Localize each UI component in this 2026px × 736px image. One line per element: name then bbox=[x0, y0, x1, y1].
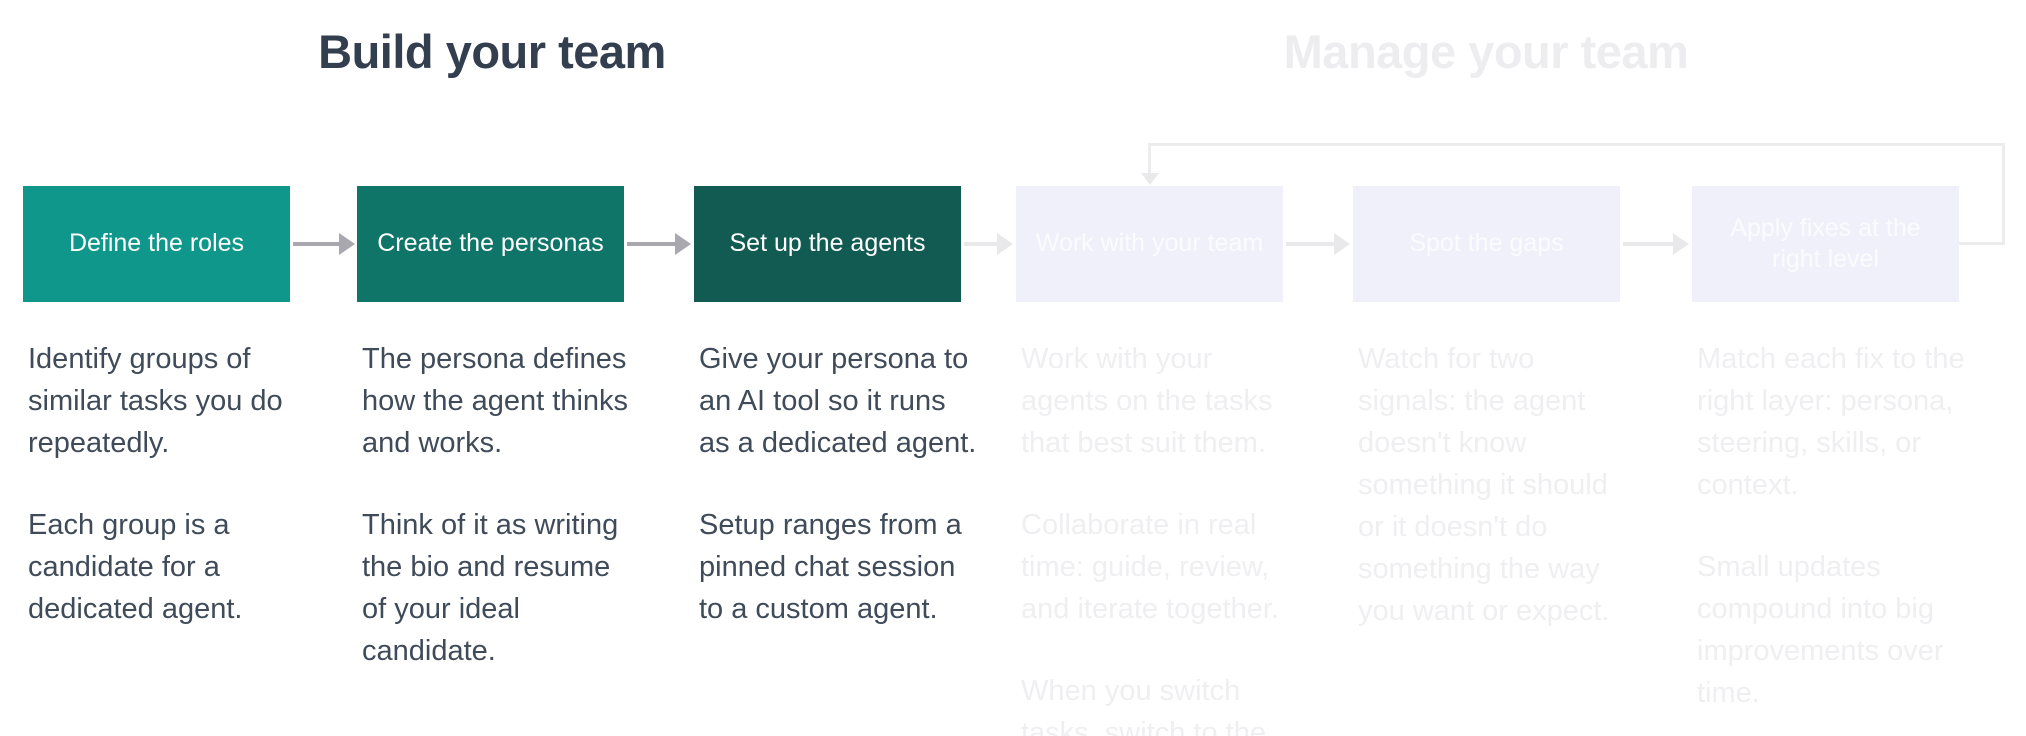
feedback-loop-right-segment bbox=[2002, 143, 2005, 245]
step-description-paragraph: Think of it as writing the bio and resum… bbox=[362, 509, 619, 667]
step-label: Spot the gaps bbox=[1409, 229, 1564, 258]
step-description: Watch for two signals: the agent doesn't… bbox=[1353, 338, 1638, 632]
step-description-paragraph: Match each fix to the right layer: perso… bbox=[1697, 343, 1965, 501]
step-description-paragraph: When you switch tasks, switch to the app… bbox=[1021, 675, 1266, 736]
step-label: Apply fixes at the right level bbox=[1730, 213, 1921, 273]
feedback-loop-arrowhead-icon bbox=[1141, 173, 1159, 185]
step-column-define-the-roles: Define the roles Identify groups of simi… bbox=[23, 186, 290, 670]
feedback-loop-top-segment bbox=[1148, 143, 2005, 146]
flow-arrow-icon bbox=[293, 233, 355, 255]
section-title-manage: Manage your team bbox=[1283, 25, 1689, 78]
flow-arrow-icon bbox=[1623, 233, 1689, 255]
section-title-build: Build your team bbox=[318, 25, 666, 78]
step-column-set-up-the-agents: Set up the agents Give your persona to a… bbox=[694, 186, 976, 670]
step-column-work-with-your-team: Work with your team Work with your agent… bbox=[1016, 186, 1283, 736]
step-column-create-the-personas: Create the personas The persona defines … bbox=[357, 186, 628, 712]
step-description: The persona defines how the agent thinks… bbox=[357, 338, 642, 672]
feedback-loop-down-segment bbox=[1148, 143, 1151, 174]
step-label: Define the roles bbox=[68, 229, 245, 258]
step-description: Give your persona to an AI tool so it ru… bbox=[694, 338, 979, 630]
step-box-work-with-your-team: Work with your team bbox=[1016, 186, 1283, 302]
step-description-paragraph: The persona defines how the agent thinks… bbox=[362, 343, 629, 459]
step-box-create-the-personas: Create the personas bbox=[357, 186, 624, 302]
step-description-paragraph: Work with your agents on the tasks that … bbox=[1021, 343, 1273, 459]
feedback-loop-bottom-segment bbox=[1959, 242, 2005, 245]
step-box-set-up-the-agents: Set up the agents bbox=[694, 186, 961, 302]
step-description-paragraph: Watch for two signals: the agent doesn't… bbox=[1358, 343, 1610, 627]
step-column-apply-fixes: Apply fixes at the right level Match eac… bbox=[1692, 186, 1965, 736]
step-box-define-the-roles: Define the roles bbox=[23, 186, 290, 302]
step-box-spot-the-gaps: Spot the gaps bbox=[1353, 186, 1620, 302]
step-description: Match each fix to the right layer: perso… bbox=[1692, 338, 1977, 714]
step-description-paragraph: Identify groups of similar tasks you do … bbox=[28, 343, 283, 459]
step-description-paragraph: Setup ranges from a pinned chat session … bbox=[699, 509, 962, 625]
step-description-paragraph: Small updates compound into big improvem… bbox=[1697, 551, 1944, 709]
step-label: Create the personas bbox=[377, 229, 604, 258]
flow-arrow-icon bbox=[964, 233, 1013, 255]
step-description: Identify groups of similar tasks you do … bbox=[23, 338, 308, 630]
step-description: Work with your agents on the tasks that … bbox=[1016, 338, 1301, 736]
step-description-paragraph: Give your persona to an AI tool so it ru… bbox=[699, 343, 977, 459]
step-box-apply-fixes: Apply fixes at the right level bbox=[1692, 186, 1959, 302]
flow-arrow-icon bbox=[627, 233, 691, 255]
flow-arrow-icon bbox=[1286, 233, 1350, 255]
step-column-spot-the-gaps: Spot the gaps Watch for two signals: the… bbox=[1353, 186, 1620, 672]
step-label: Set up the agents bbox=[729, 229, 926, 258]
step-label: Work with your team bbox=[1035, 229, 1264, 258]
step-description-paragraph: Each group is a candidate for a dedicate… bbox=[28, 509, 243, 625]
step-description-paragraph: Collaborate in real time: guide, review,… bbox=[1021, 509, 1279, 625]
